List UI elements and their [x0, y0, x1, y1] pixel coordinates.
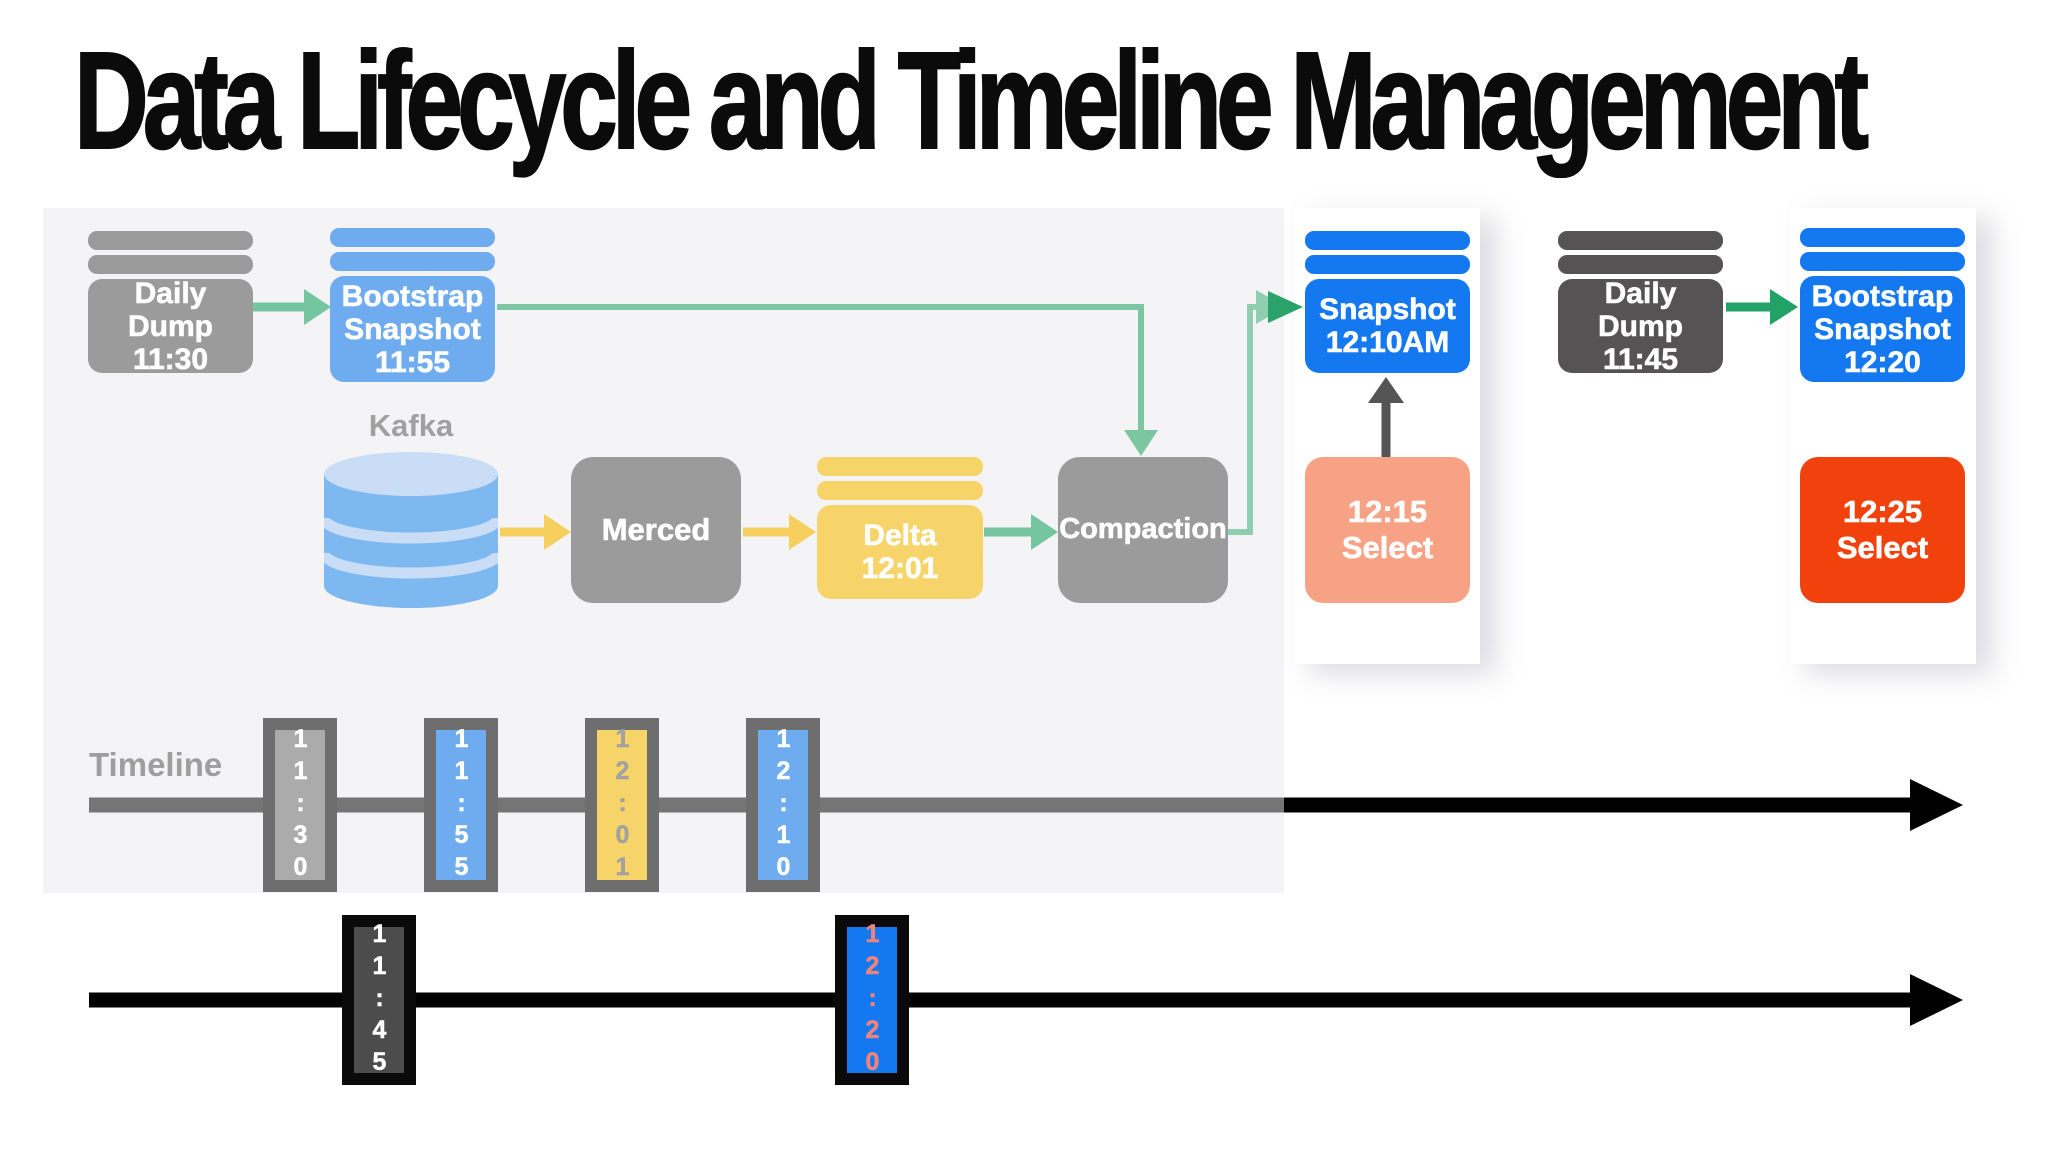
node-line: Snapshot	[1814, 312, 1951, 346]
node-merced: Merced	[571, 457, 741, 603]
node-line: Daily Dump	[1598, 276, 1684, 343]
node-line: Snapshot	[344, 312, 481, 346]
marker-time: 11:30	[286, 725, 315, 886]
marker-time: 12:10	[769, 725, 798, 886]
timeline-label: Timeline	[89, 746, 223, 783]
node-line: 12:25	[1842, 494, 1923, 530]
timeline2-marker-1145: 11:45	[342, 915, 416, 1085]
node-line: Merced	[601, 512, 711, 548]
kafka-database-icon	[324, 452, 498, 608]
node-line: Daily Dump	[128, 276, 214, 343]
page-title: Data Lifecycle and Timeline Management	[73, 23, 1869, 179]
node-line: Delta	[863, 519, 937, 553]
stacked-bar-icon	[88, 255, 253, 274]
node-line: 12:20	[1844, 345, 1921, 379]
stacked-bar-icon	[817, 481, 983, 500]
node-line: Snapshot	[1319, 293, 1456, 327]
node-delta-1201: Delta 12:01	[817, 457, 983, 599]
stacked-bar-icon	[1558, 255, 1723, 274]
stacked-bar-icon	[1800, 252, 1965, 271]
stacked-bar-icon	[1800, 228, 1965, 247]
stacked-bar-icon	[330, 252, 495, 271]
node-line: Bootstrap	[1811, 279, 1954, 313]
stacked-bar-icon	[330, 228, 495, 247]
node-line: 11:45	[1602, 342, 1679, 376]
node-select-1215: 12:15 Select	[1305, 457, 1470, 603]
stacked-bar-icon	[1305, 255, 1470, 274]
node-bootstrap-snapshot-1220: Bootstrap Snapshot 12:20	[1800, 228, 1965, 382]
node-select-1225: 12:25 Select	[1800, 457, 1965, 603]
node-snapshot-1210am: Snapshot 12:10AM	[1305, 231, 1470, 373]
node-daily-dump-1145: Daily Dump 11:45	[1558, 231, 1723, 376]
arrow-dailydump2-to-bootstrap2	[1726, 289, 1798, 325]
timeline1-marker-1155: 11:55	[424, 718, 498, 892]
stacked-bar-icon	[1305, 231, 1470, 250]
node-line: Select	[1836, 530, 1929, 566]
marker-time: 11:45	[365, 920, 394, 1081]
stacked-bar-icon	[817, 457, 983, 476]
timeline2-marker-1220: 12:20	[835, 915, 909, 1085]
kafka-label: Kafka	[368, 408, 454, 443]
marker-time: 11:55	[447, 725, 476, 886]
stacked-bar-icon	[1558, 231, 1723, 250]
timeline1-marker-1130: 11:30	[263, 718, 337, 892]
node-line: Select	[1341, 530, 1434, 566]
node-line: 11:55	[374, 345, 451, 379]
marker-time: 12:20	[858, 920, 887, 1081]
node-line: Compaction	[1059, 513, 1227, 546]
node-line: 11:30	[132, 342, 209, 376]
node-daily-dump-1130: Daily Dump 11:30	[88, 231, 253, 376]
node-bootstrap-snapshot-1155: Bootstrap Snapshot 11:55	[330, 228, 495, 382]
node-line: Bootstrap	[341, 279, 484, 313]
node-line: 12:15	[1347, 494, 1428, 530]
timeline1-marker-1210: 12:10	[746, 718, 820, 892]
marker-time: 12:01	[608, 725, 637, 886]
node-line: 12:10AM	[1325, 326, 1450, 360]
timeline1-marker-1201: 12:01	[585, 718, 659, 892]
stacked-bar-icon	[88, 231, 253, 250]
node-compaction: Compaction	[1058, 457, 1228, 603]
node-line: 12:01	[861, 552, 939, 586]
